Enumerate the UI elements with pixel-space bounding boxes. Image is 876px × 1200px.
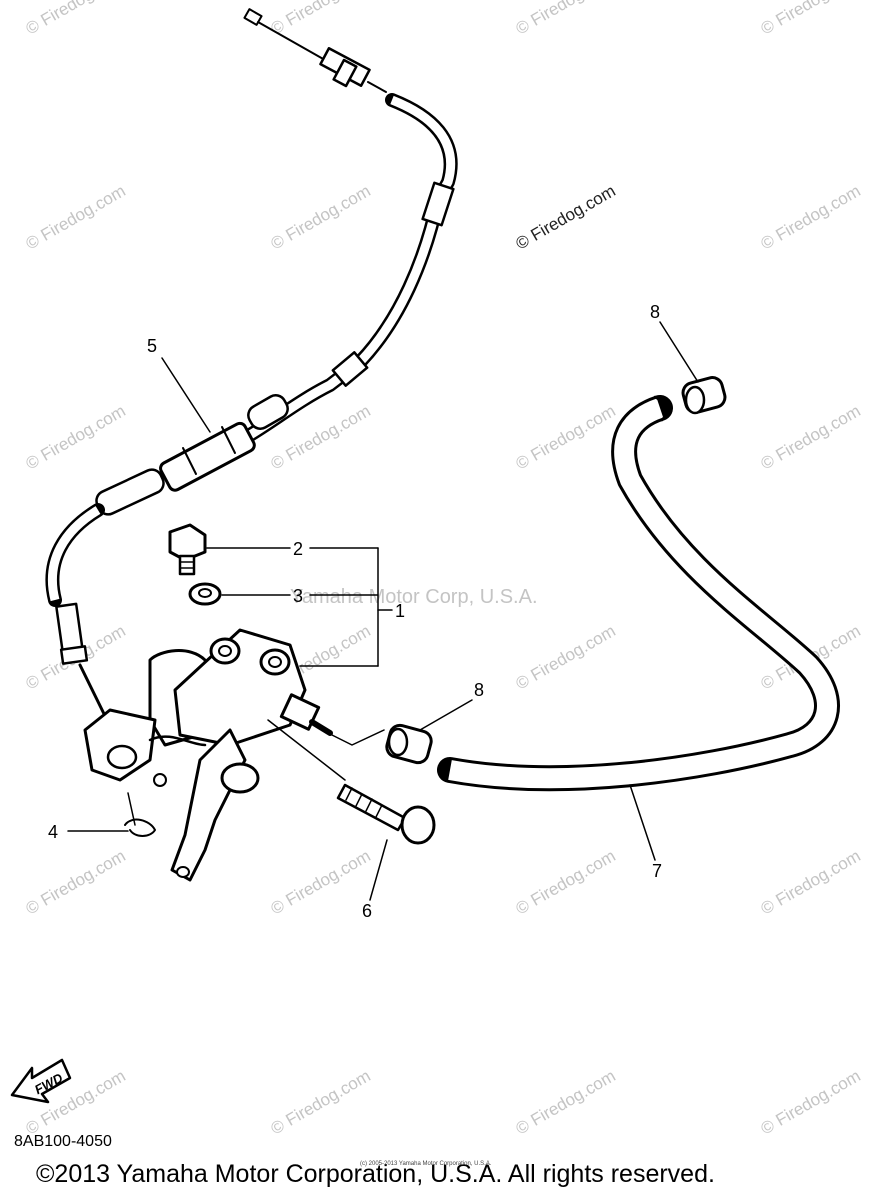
diagram-code: 8AB100-4050 bbox=[14, 1133, 112, 1150]
fwd-arrow: FWD bbox=[10, 1058, 72, 1104]
leader-4b bbox=[127, 792, 136, 826]
watermark: © Firedog.com bbox=[513, 846, 619, 918]
copyright-notice: ©2013 Yamaha Motor Corporation, U.S.A. A… bbox=[36, 1160, 715, 1188]
bolt-shank-thread bbox=[355, 793, 363, 807]
leader-pump-bolt bbox=[267, 719, 346, 781]
callout-numbers: 1 2 3 4 5 6 7 8 8 bbox=[48, 302, 662, 921]
cable-outer-sheath-inner bbox=[47, 506, 101, 602]
watermark: © Firedog.com bbox=[23, 181, 129, 253]
cable-ferrule bbox=[421, 181, 455, 227]
pump-side-bore bbox=[268, 656, 282, 668]
clamp-opening bbox=[684, 385, 706, 415]
cable-boot bbox=[247, 394, 289, 430]
watermark: © Firedog.com bbox=[758, 846, 864, 918]
watermark: © Firedog.com bbox=[513, 621, 619, 693]
pump-control-lever bbox=[170, 728, 247, 882]
cable-end-fitting bbox=[243, 8, 263, 26]
cable-adjuster-nut bbox=[332, 58, 358, 88]
hose-clamp-bottom bbox=[385, 723, 433, 765]
fine-print: (c) 2005-2013 Yamaha Motor Corporation, … bbox=[360, 1161, 492, 1167]
cable-junction-ring bbox=[182, 447, 197, 475]
bolt-shank-thread bbox=[375, 804, 383, 818]
cable-junction-ring bbox=[221, 426, 236, 454]
watermark: © Firedog.com bbox=[758, 0, 864, 38]
leader-5 bbox=[161, 357, 211, 433]
callout-4: 4 bbox=[48, 822, 58, 842]
watermark: © Firedog.com bbox=[758, 401, 864, 473]
watermark: © Firedog.com bbox=[268, 0, 374, 38]
watermark: © Firedog.com bbox=[513, 1066, 619, 1138]
watermark: © Firedog.com bbox=[23, 401, 129, 473]
callout-6: 6 bbox=[362, 901, 372, 921]
cable-junction-housing bbox=[159, 421, 256, 492]
cable-ferrule bbox=[331, 351, 369, 387]
cable-inner-wire bbox=[257, 21, 326, 61]
pump-outlet-nipple-tip bbox=[311, 721, 331, 734]
pump-inlet-bore bbox=[218, 645, 232, 657]
callout-8-bottom: 8 bbox=[474, 680, 484, 700]
leader-lines bbox=[67, 321, 699, 901]
hose-clamp-top bbox=[681, 376, 727, 415]
bolt-shank-thread bbox=[345, 787, 353, 801]
bolt-knurled-head bbox=[400, 805, 436, 845]
lever-rivet bbox=[153, 773, 167, 787]
oil-delivery-hose-inner bbox=[448, 398, 837, 789]
cable-inner-wire bbox=[78, 663, 110, 724]
watermark: © Firedog.com bbox=[23, 0, 129, 38]
cable-lower-nut bbox=[59, 645, 89, 665]
fwd-arrow-shape bbox=[10, 1058, 72, 1104]
watermark: © Firedog.com bbox=[513, 181, 619, 253]
bolt-shank bbox=[336, 783, 407, 832]
cable-outer-sheath-inner bbox=[247, 95, 456, 439]
bolt-shank-thread bbox=[365, 798, 373, 812]
lever-return-spring bbox=[148, 735, 207, 747]
bracket-hole bbox=[106, 744, 138, 770]
callout-2: 2 bbox=[293, 539, 303, 559]
watermark: © Firedog.com bbox=[268, 1066, 374, 1138]
callout-7: 7 bbox=[652, 861, 662, 881]
cable-clip bbox=[124, 818, 156, 837]
lever-end-hole bbox=[176, 866, 190, 878]
pump-outlet-body bbox=[279, 693, 321, 731]
watermark: © Firedog.com bbox=[758, 1066, 864, 1138]
leader-8-bottom bbox=[419, 699, 473, 731]
watermark: © Firedog.com bbox=[758, 181, 864, 253]
pump-body bbox=[173, 628, 307, 747]
leader-6 bbox=[369, 839, 388, 901]
center-watermark: Yamaha Motor Corp, U.S.A. bbox=[290, 586, 538, 608]
oil-pump-assembly bbox=[83, 628, 333, 882]
throttle-cable bbox=[45, 8, 458, 724]
leader-pump-hose bbox=[331, 729, 385, 746]
lever-pivot bbox=[220, 762, 260, 794]
hose-end bbox=[653, 395, 668, 422]
watermark: © Firedog.com bbox=[23, 846, 129, 918]
banjo-bolt bbox=[168, 523, 207, 576]
watermark-layer: © Firedog.com © Firedog.com © Firedog.co… bbox=[23, 0, 864, 1138]
watermark: © Firedog.com bbox=[268, 181, 374, 253]
watermark: © Firedog.com bbox=[513, 401, 619, 473]
leader-7 bbox=[629, 784, 656, 861]
washer-inner bbox=[198, 588, 212, 598]
cable-inner-wire bbox=[367, 81, 387, 93]
callout-5: 5 bbox=[147, 336, 157, 356]
clamp-opening bbox=[387, 727, 409, 757]
bolt-thread bbox=[178, 554, 196, 576]
mounting-bolt bbox=[336, 783, 436, 845]
bolt-head bbox=[168, 523, 207, 562]
leader-8-top bbox=[659, 321, 699, 383]
callout-1: 1 bbox=[395, 601, 405, 621]
watermark: © Firedog.com bbox=[268, 846, 374, 918]
sealing-washer bbox=[188, 582, 222, 606]
watermark: © Firedog.com bbox=[513, 0, 619, 38]
callout-3: 3 bbox=[293, 586, 303, 606]
callout-8-top: 8 bbox=[650, 302, 660, 322]
